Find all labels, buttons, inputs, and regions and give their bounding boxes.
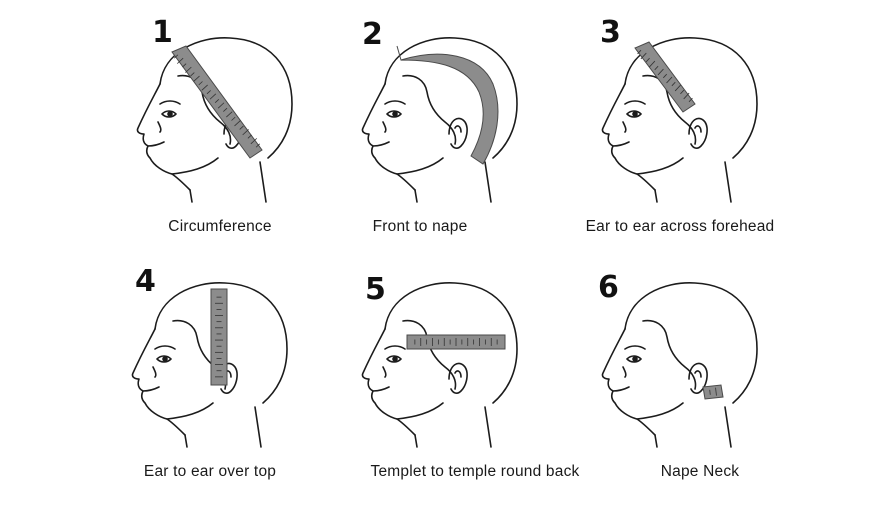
tape-tick: [242, 129, 249, 136]
tape-tick: [234, 120, 241, 127]
diagram-4: 4 Ear to ear over top: [110, 255, 400, 505]
tape-tick: [226, 111, 233, 118]
diagram-5: 5 Templet to temple round back: [340, 255, 630, 505]
tape-tick: [239, 125, 244, 130]
tape-tick: [654, 65, 659, 71]
tape-tick: [666, 76, 673, 84]
diagram-number: 1: [152, 15, 173, 50]
diagram-6: 6 Nape Neck: [580, 255, 870, 505]
tape-tick: [715, 387, 717, 396]
tape-tick: [206, 90, 211, 95]
tape-tick: [671, 81, 676, 87]
measuring-tape: [634, 41, 696, 113]
diagram-1: 1 Circumference: [110, 10, 400, 260]
head-profile-illustration: [131, 282, 288, 448]
head-profile-illustration: [601, 37, 758, 203]
tape-tick: [640, 52, 647, 60]
tape-tick: [176, 57, 184, 64]
tape-tick: [185, 66, 192, 73]
tape-tick: [637, 49, 642, 55]
tape-tick: [217, 102, 225, 109]
tape-tick: [214, 99, 220, 103]
tape-tick: [680, 89, 685, 95]
head-profile-illustration: [136, 37, 293, 203]
tape-tick: [193, 75, 200, 82]
diagram-number: 4: [135, 264, 156, 299]
tape-tick: [683, 92, 690, 100]
measuring-tape: [396, 45, 499, 165]
diagram-caption: Circumference: [168, 218, 272, 235]
tape-tick: [190, 72, 195, 77]
diagram-caption: Front to nape: [372, 218, 468, 235]
measuring-tape: [210, 288, 228, 386]
head-profile-illustration: [361, 282, 518, 448]
tape-tick: [250, 138, 258, 145]
tape-tick: [231, 116, 236, 121]
tape-tick: [247, 134, 252, 139]
head-profile-illustration: [601, 282, 758, 448]
measuring-tape: [406, 334, 506, 350]
head-profile-illustration: [361, 37, 518, 203]
tape-tick: [709, 389, 711, 395]
diagram-number: 2: [362, 17, 383, 52]
tape-tick: [209, 93, 217, 100]
tape-tick: [663, 73, 667, 79]
tape-tick: [688, 97, 693, 103]
tape-tick: [645, 57, 650, 63]
tape-tick: [649, 60, 656, 68]
diagram-caption: Templet to temple round back: [370, 463, 580, 480]
diagram-3: 3 Ear to ear across forehead: [580, 10, 870, 260]
measuring-tape: [702, 384, 724, 400]
tape-tick: [223, 107, 228, 112]
tape-tick: [173, 54, 179, 59]
tape-tick: [182, 63, 187, 68]
tape-tick: [198, 81, 203, 86]
diagram-caption: Ear to ear across forehead: [585, 218, 775, 235]
diagram-caption: Ear to ear over top: [143, 463, 277, 480]
diagram-number: 5: [365, 272, 386, 307]
diagram-number: 6: [598, 270, 619, 305]
tape-tick: [674, 84, 681, 92]
diagram-caption: Nape Neck: [660, 463, 740, 480]
tape-tick: [201, 84, 208, 91]
tape-tick: [255, 143, 261, 148]
measuring-tape: [171, 45, 263, 159]
diagram-2: 2 Front to nape: [340, 10, 630, 260]
tape-tick: [657, 68, 664, 76]
diagram-number: 3: [600, 15, 621, 50]
